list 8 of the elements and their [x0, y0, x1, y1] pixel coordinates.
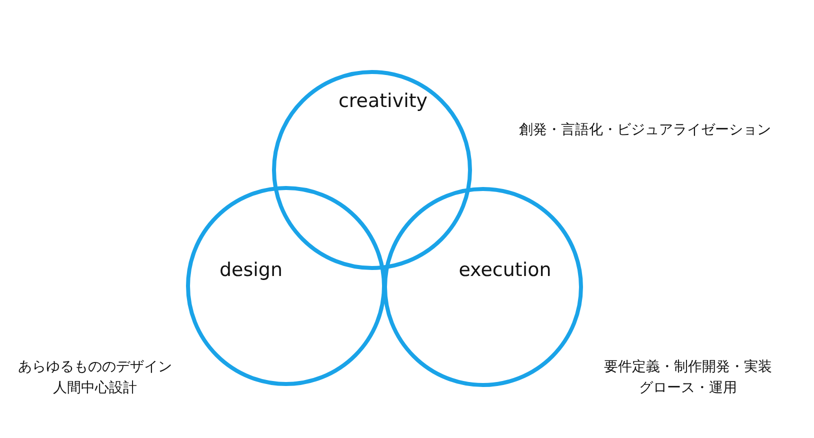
- description-text: グロース・運用: [639, 379, 737, 397]
- description-text: 人間中心設計: [53, 379, 137, 397]
- description-text: 要件定義・制作開発・実装: [604, 358, 772, 376]
- circle-label: design: [219, 259, 283, 281]
- circle-label: creativity: [338, 90, 428, 112]
- circle-label: execution: [458, 259, 552, 281]
- description-text: 創発・言語化・ビジュアライゼーション: [519, 121, 771, 139]
- description-text: あらゆるもののデザイン: [18, 358, 172, 376]
